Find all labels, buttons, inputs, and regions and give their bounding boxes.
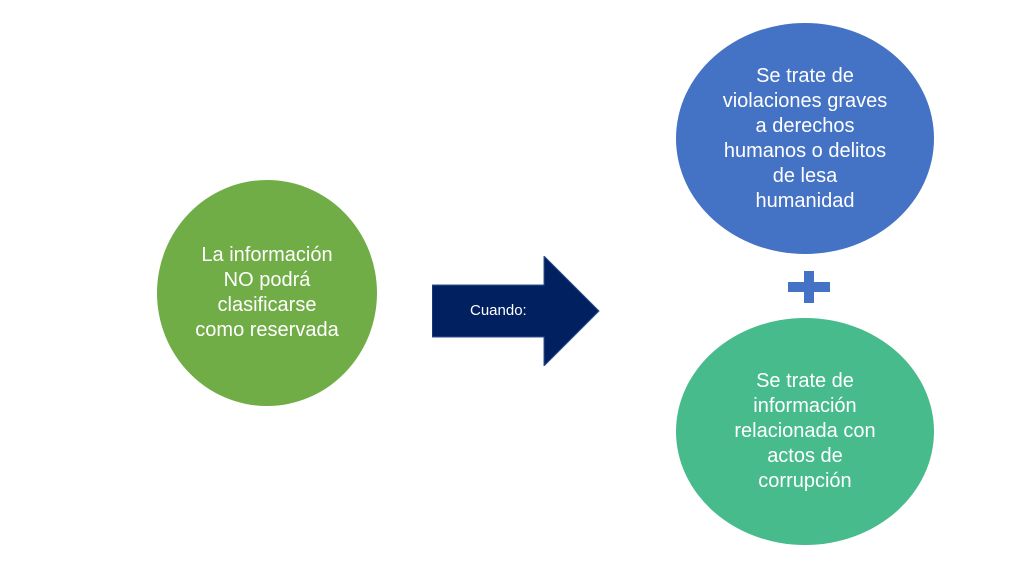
corruption-circle: Se trate de información relacionada con …	[676, 318, 934, 545]
plus-icon	[788, 271, 830, 303]
corruption-text: Se trate de información relacionada con …	[734, 370, 876, 492]
human-rights-circle: Se trate de violaciones graves a derecho…	[676, 23, 934, 254]
when-arrow: Cuando:	[432, 256, 600, 366]
human-rights-text: Se trate de violaciones graves a derecho…	[722, 64, 888, 212]
arrow-shape	[432, 256, 600, 366]
plus-bar-vertical	[804, 271, 814, 303]
arrow-right-icon	[432, 256, 600, 366]
condition-text: La información NO podrá clasificarse com…	[195, 244, 339, 341]
arrow-label: Cuando:	[470, 302, 527, 319]
condition-circle: La información NO podrá clasificarse com…	[157, 180, 377, 406]
